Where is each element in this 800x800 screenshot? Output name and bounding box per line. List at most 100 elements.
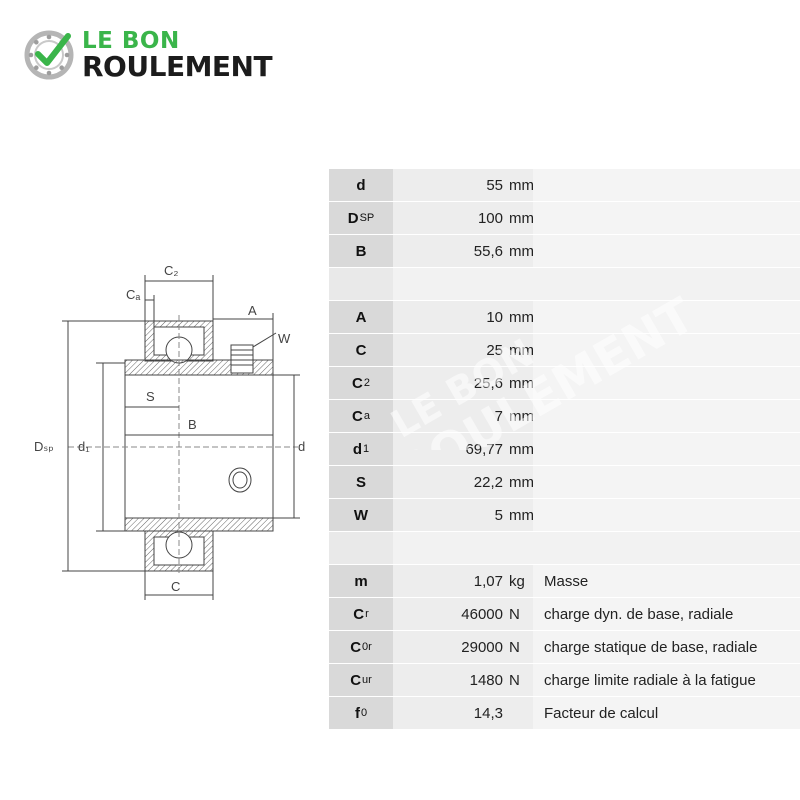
spec-symbol-main: d [352, 440, 363, 458]
spec-value [393, 268, 533, 300]
spec-number: 7 [494, 407, 503, 425]
spec-symbol-sub: r [365, 608, 369, 620]
spec-description [533, 367, 800, 399]
spec-value: 14,3 [393, 697, 533, 729]
spec-description: charge dyn. de base, radiale [533, 598, 800, 630]
spec-unit: mm [509, 440, 534, 458]
spec-symbol-sub: ur [362, 674, 372, 686]
spec-unit: mm [509, 506, 534, 524]
spec-symbol-main: m [354, 572, 368, 590]
label-dsp: Dₛₚ [34, 439, 54, 454]
spec-number: 55 [486, 176, 503, 194]
spec-number: 22,2 [473, 473, 503, 491]
spec-number: 10 [486, 308, 503, 326]
spec-symbol-sub: 0r [362, 641, 372, 653]
spec-symbol-main: W [353, 506, 369, 524]
spec-symbol-main: C [350, 671, 362, 689]
spec-description [533, 466, 800, 498]
label-w: W [278, 331, 291, 346]
spec-unit: kg [509, 572, 525, 590]
spec-unit: N [509, 671, 520, 689]
spec-value: 46000 N [393, 598, 533, 630]
spec-symbol: C [329, 334, 393, 366]
spec-number: 14,3 [473, 704, 503, 722]
label-b: B [188, 417, 197, 432]
spec-symbol-main: C [350, 638, 362, 656]
spec-value: 1480 N [393, 664, 533, 696]
brand-name-line1: LE BON [82, 28, 180, 54]
spec-unit: mm [509, 341, 534, 359]
label-d1: d₁ [78, 439, 90, 454]
spec-description [533, 334, 800, 366]
spec-unit: mm [509, 473, 534, 491]
label-c2: C₂ [164, 263, 178, 278]
spec-description: charge statique de base, radiale [533, 631, 800, 663]
spec-symbol: W [329, 499, 393, 531]
spec-symbol-main: C [352, 374, 363, 392]
spec-row-spacer [329, 268, 800, 300]
spec-unit: mm [509, 242, 534, 260]
spec-unit: mm [509, 374, 534, 392]
spec-number: 1480 [469, 671, 503, 689]
spec-value: 22,2 mm [393, 466, 534, 498]
spec-number: 46000 [461, 605, 503, 623]
spec-description [533, 400, 800, 432]
spec-unit: N [509, 638, 520, 656]
spec-symbol-sub: 2 [363, 377, 370, 389]
spec-description-text: Masse [544, 572, 589, 590]
brand-name-line2: ROULEMENT [82, 50, 273, 83]
spec-symbol: B [329, 235, 393, 267]
spec-value: 1,07 kg [393, 565, 533, 597]
spec-symbol-main: d [356, 176, 366, 194]
spec-unit: N [509, 605, 520, 623]
spec-unit: mm [509, 308, 534, 326]
spec-row: m 1,07 kg Masse [329, 565, 800, 597]
spec-number: 1,07 [473, 572, 503, 590]
spec-symbol: A [329, 301, 393, 333]
spec-symbol-main: D [347, 209, 359, 227]
spec-description: Facteur de calcul [533, 697, 800, 729]
spec-symbol: d [329, 169, 393, 201]
spec-symbol-main: f [354, 704, 360, 722]
spec-symbol-sub: a [363, 410, 370, 422]
label-a: A [248, 303, 257, 318]
label-d: d [298, 439, 305, 454]
spec-value: 10 mm [393, 301, 534, 333]
spec-description-text: charge statique de base, radiale [544, 638, 758, 656]
spec-description [533, 202, 800, 234]
spec-symbol [329, 532, 393, 564]
spec-symbol: m [329, 565, 393, 597]
spec-description [533, 532, 800, 564]
spec-symbol [329, 268, 393, 300]
spec-description [533, 433, 800, 465]
spec-description-text: Facteur de calcul [544, 704, 659, 722]
brand-logo: LE BON ROULEMENT [24, 26, 304, 86]
spec-symbol-main: C [353, 605, 365, 623]
spec-description [533, 169, 800, 201]
spec-unit: mm [509, 209, 534, 227]
bearing-technical-drawing: C₂ Cₐ A W S B Dₛₚ d₁ d C [34, 263, 305, 600]
